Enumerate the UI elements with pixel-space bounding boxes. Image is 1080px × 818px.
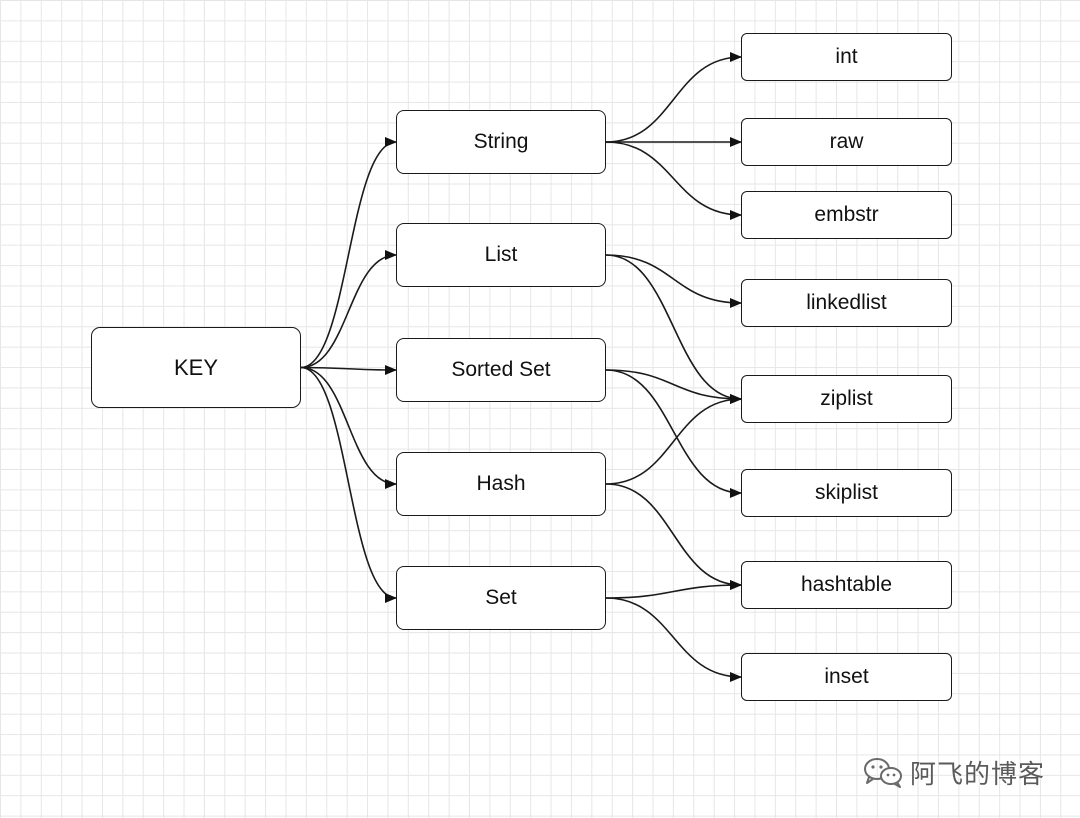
node-raw[interactable]: raw: [741, 118, 952, 166]
edge-key-to-set: [300, 366, 397, 603]
edge-string-to-embstr: [605, 141, 742, 220]
edge-hash-to-ziplist: [605, 394, 742, 485]
connector-layer: [300, 52, 742, 682]
node-string[interactable]: String: [396, 110, 606, 174]
node-set[interactable]: Set: [396, 566, 606, 630]
node-label: embstr: [814, 203, 879, 226]
node-list[interactable]: List: [396, 223, 606, 287]
node-label: List: [484, 243, 518, 266]
node-embstr[interactable]: embstr: [741, 191, 952, 239]
edge-sorted-set-to-ziplist: [605, 369, 742, 404]
node-label: hashtable: [800, 573, 893, 596]
node-skiplist[interactable]: skiplist: [741, 469, 952, 517]
node-label: int: [835, 45, 858, 68]
node-int[interactable]: int: [741, 33, 952, 81]
edge-list-to-linkedlist: [605, 254, 742, 308]
edge-key-to-hash: [300, 366, 397, 489]
node-label: skiplist: [814, 481, 878, 504]
watermark-text: 阿飞的博客: [910, 759, 1046, 790]
node-label: Hash: [476, 472, 526, 495]
node-label: ziplist: [820, 387, 873, 410]
node-hash[interactable]: Hash: [396, 452, 606, 516]
node-label: String: [473, 130, 529, 153]
edge-key-to-list: [300, 250, 397, 369]
edge-sorted-set-to-skiplist: [605, 369, 742, 498]
node-sorted-set[interactable]: Sorted Set: [396, 338, 606, 402]
node-hashtable[interactable]: hashtable: [741, 561, 952, 609]
watermark: 阿飞的博客: [862, 752, 1062, 792]
node-ziplist[interactable]: ziplist: [741, 375, 952, 423]
node-inset[interactable]: inset: [741, 653, 952, 701]
edge-set-to-hashtable: [605, 580, 742, 599]
edge-hash-to-hashtable: [605, 483, 742, 590]
node-key[interactable]: KEY: [91, 327, 301, 408]
edge-key-to-sorted-set: [300, 364, 397, 375]
edge-set-to-inset: [605, 597, 742, 682]
node-label: raw: [829, 130, 864, 153]
edge-string-to-int: [605, 52, 742, 143]
node-label: Sorted Set: [451, 358, 551, 381]
node-linkedlist[interactable]: linkedlist: [741, 279, 952, 327]
node-label: KEY: [173, 354, 219, 380]
node-label: linkedlist: [806, 291, 887, 314]
edge-key-to-string: [300, 137, 397, 369]
node-label: inset: [824, 665, 869, 688]
edge-list-to-ziplist: [605, 254, 742, 404]
wechat-logo-icon: [864, 758, 902, 788]
node-label: Set: [485, 586, 517, 609]
